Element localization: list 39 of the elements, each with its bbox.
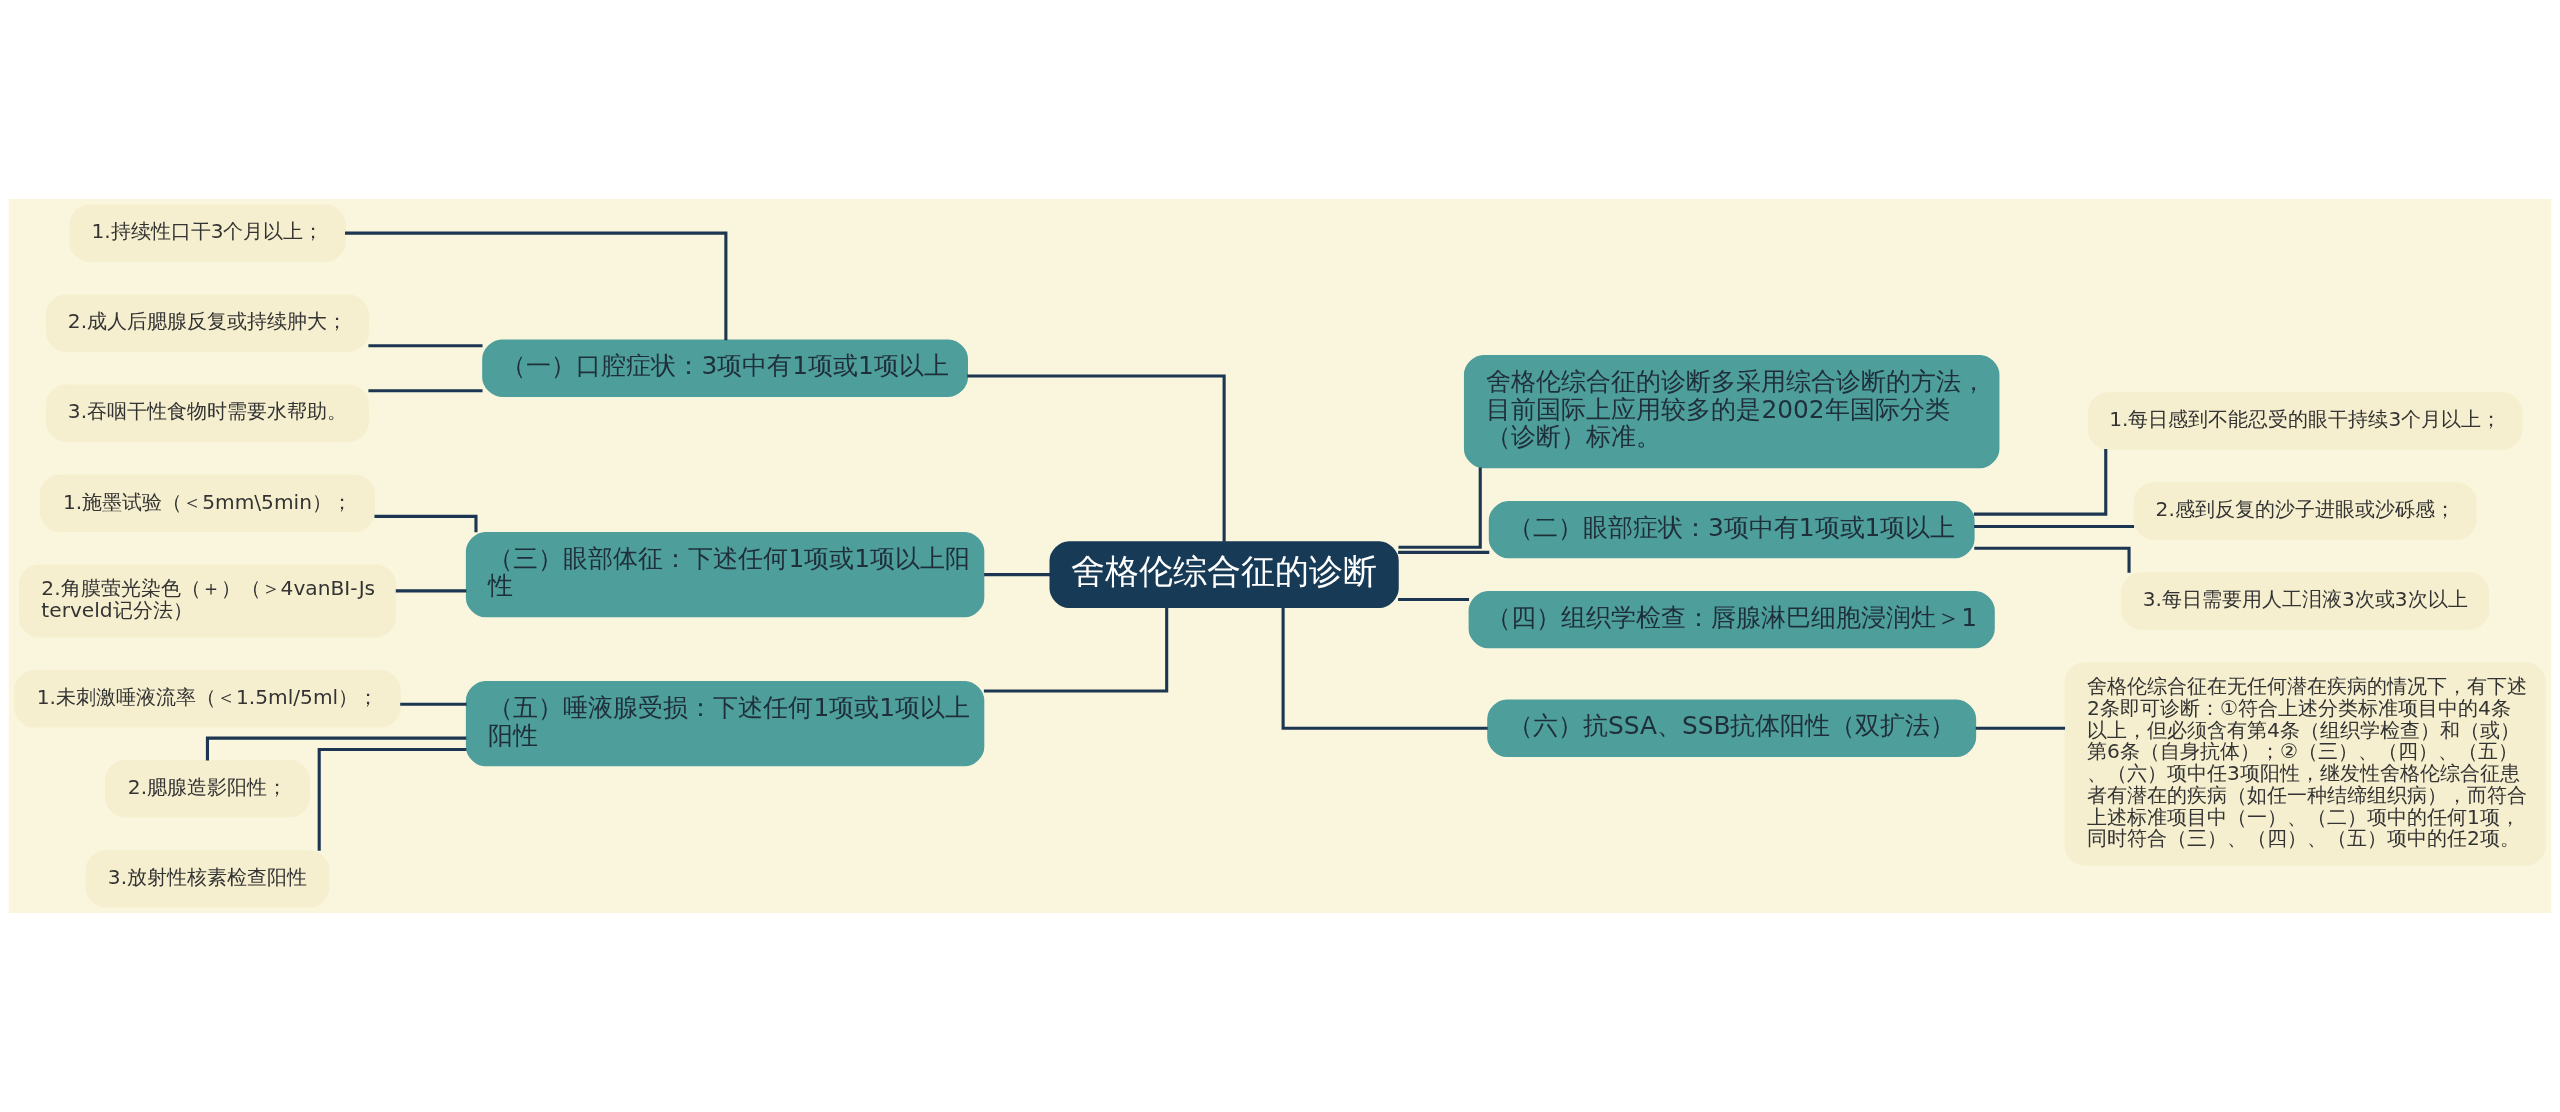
connector xyxy=(345,231,728,341)
node-box: （三）眼部体征：下述任何1项或1项以上阳性 xyxy=(465,531,985,618)
node-box: （一）口腔症状：3项中有1项或1项以上 xyxy=(482,339,968,397)
connector xyxy=(374,514,478,533)
node-box: 1.未刺激唾液流率（＜1.5ml/5ml）； xyxy=(14,670,401,728)
node-box: 3.放射性核素检查阳性 xyxy=(85,850,330,908)
node-box: 2.成人后腮腺反复或持续肿大； xyxy=(46,294,369,352)
node-box: 舍格伦综合征在无任何潜在疾病的情况下，有下述2条即可诊断：①符合上述分类标准项目中的4条以上，但必须含有第4条（组织学检查）和（或）第6条（自身抗体）；②（三）、（四）、（五）、（六）项中任3项阳性，继发性舍格伦综合征患者有潜在的疾病（如任一种结缔组织病），而符合上述标准项目中（一）、（二）项中的任何1项，同时符合（三）、（四）、（五）项中的任2项。 xyxy=(2064,662,2546,866)
node-box: 舍格伦综合征的诊断 xyxy=(1049,541,1399,608)
node-box: 3.每日需要用人工泪液3次或3次以上 xyxy=(2121,572,2490,630)
node-box: 1.每日感到不能忍受的眼干持续3个月以上； xyxy=(2087,392,2523,450)
connector xyxy=(1974,546,2131,573)
connector xyxy=(1973,448,2108,516)
connector xyxy=(1398,597,1469,601)
node-box: 3.吞咽干性食物时需要水帮助。 xyxy=(46,384,369,442)
node-box: （四）组织学检查：唇腺淋巴细胞浸润灶＞1 xyxy=(1468,590,1995,649)
connector xyxy=(1974,524,2135,529)
connector xyxy=(1281,607,1488,730)
node-box: 2.角膜萤光染色（＋）（＞4vanBI-Jsterveld记分法） xyxy=(18,564,397,638)
connector xyxy=(983,607,1169,693)
connector xyxy=(984,573,1050,577)
connector xyxy=(395,589,467,593)
node-box: （六）抗SSA、SSB抗体阳性（双扩法） xyxy=(1487,699,1977,757)
node-box: （二）眼部症状：3项中有1项或1项以上 xyxy=(1488,500,1975,559)
connector xyxy=(368,389,483,393)
connector xyxy=(368,344,483,348)
connector xyxy=(317,747,467,851)
connector xyxy=(967,374,1226,542)
connector xyxy=(400,702,467,706)
node-box: 2.感到反复的沙子进眼或沙砾感； xyxy=(2133,482,2477,540)
node-box: （五）唾液腺受损：下述任何1项或1项以上阳性 xyxy=(465,680,985,767)
node-box: 1.施墨试验（＜5mm\5min）； xyxy=(39,474,376,532)
node-box: 舍格伦综合征的诊断多采用综合诊断的方法，目前国际上应用较多的是2002年国际分类（诊断）标准。 xyxy=(1463,355,2000,469)
node-box: 1.持续性口干3个月以上； xyxy=(69,204,346,262)
connector xyxy=(1398,467,1482,549)
connector xyxy=(1975,726,2066,730)
connector xyxy=(205,736,467,761)
node-box: 2.腮腺造影阳性； xyxy=(105,760,310,818)
connector xyxy=(1398,550,1490,554)
